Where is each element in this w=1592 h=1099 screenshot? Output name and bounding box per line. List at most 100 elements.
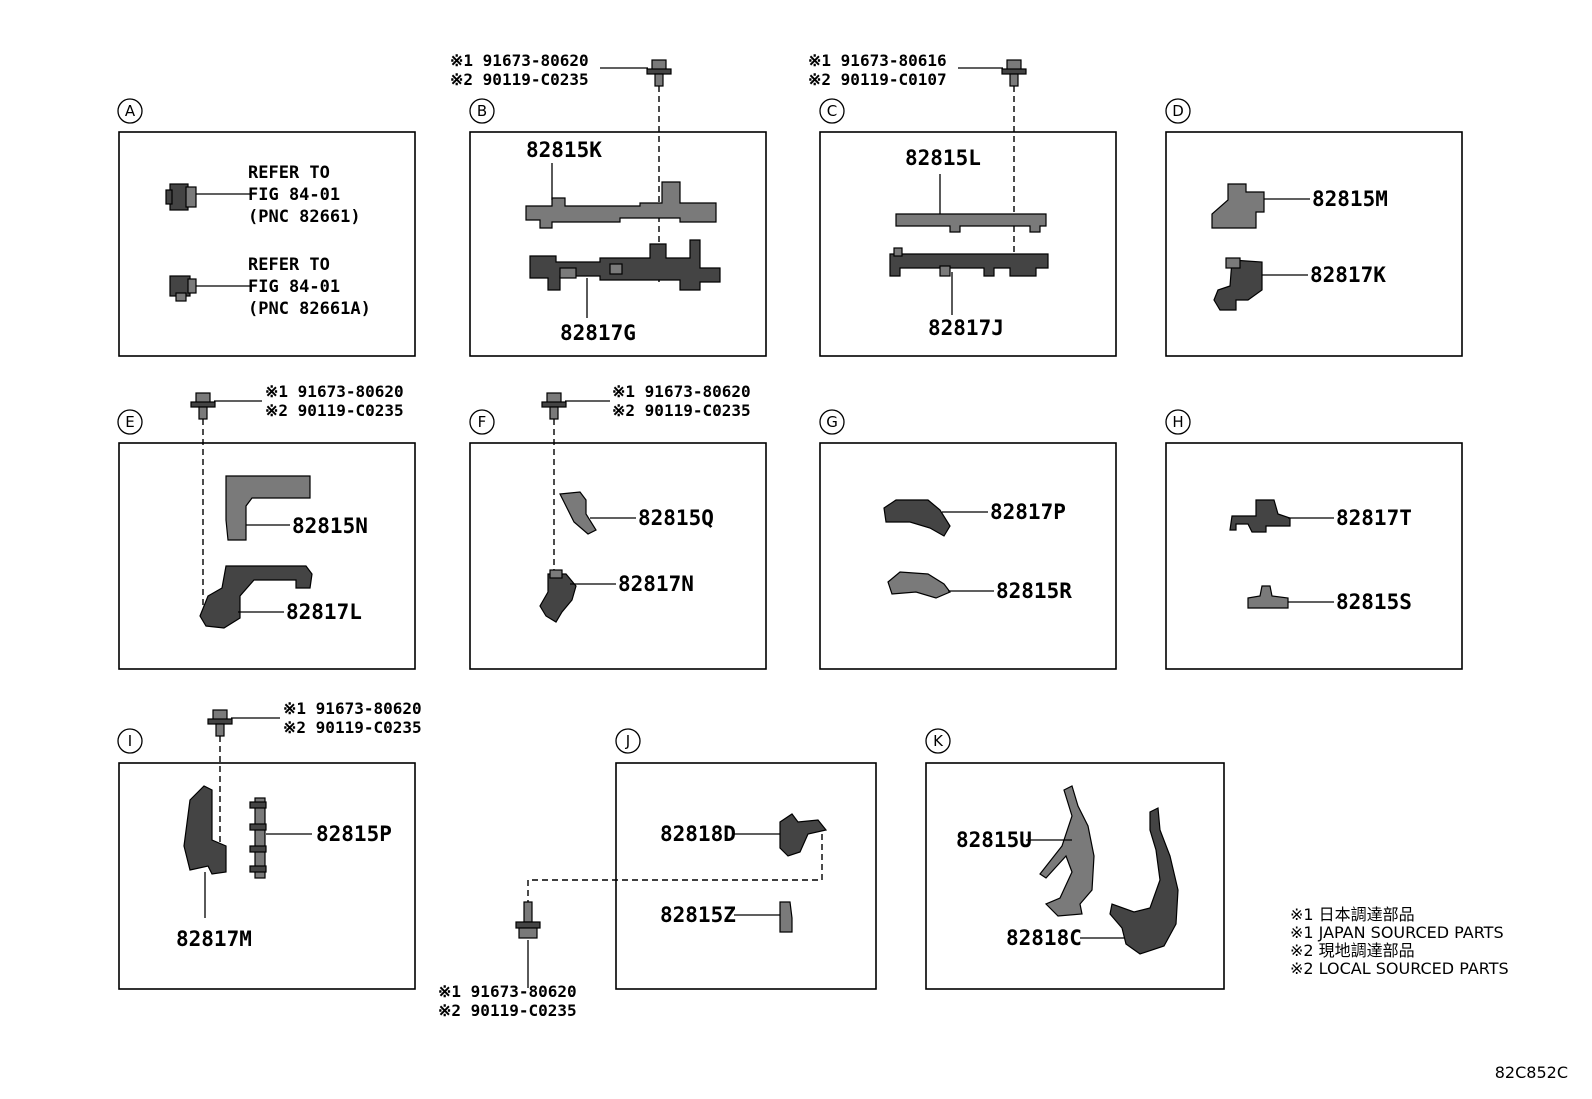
section-f-part-lower: 82817N xyxy=(618,572,694,596)
section-f: F ※1 91673-80620 ※2 90119-C0235 82815Q 8… xyxy=(469,382,767,670)
section-g-box xyxy=(819,442,1117,670)
section-b-marker xyxy=(469,98,495,124)
section-j-fastener-2: ※2 90119-C0235 xyxy=(438,1001,577,1020)
section-b-part-upper: 82815K xyxy=(526,138,602,162)
section-b-fastener-2: ※2 90119-C0235 xyxy=(450,70,589,89)
section-i: I ※1 91673-80620 ※2 90119-C0235 82817M 8… xyxy=(117,699,422,990)
protector-82818c-icon xyxy=(1109,807,1179,955)
section-a-marker xyxy=(117,98,143,124)
section-i-fastener-2: ※2 90119-C0235 xyxy=(283,718,422,737)
bracket-82815l-icon xyxy=(895,213,1047,233)
section-c-part-upper: 82815L xyxy=(905,146,981,170)
section-j-part-lower: 82815Z xyxy=(660,903,736,927)
section-h-box xyxy=(1165,442,1463,670)
section-e-box xyxy=(118,442,416,670)
section-b-part-lower: 82817G xyxy=(560,321,636,345)
section-a-letter: A xyxy=(125,102,136,120)
section-f-fastener-2: ※2 90119-C0235 xyxy=(612,401,751,420)
section-b-letter: B xyxy=(477,102,487,120)
connector-82661-icon xyxy=(165,183,197,211)
section-j-part-upper: 82818D xyxy=(660,822,736,846)
legend-line-3: ※2 現地調達部品 xyxy=(1290,941,1415,960)
section-f-fastener-1: ※1 91673-80620 xyxy=(612,382,751,401)
clamp-82818d-icon xyxy=(779,813,828,857)
section-h: H 82817T 82815S xyxy=(1165,409,1463,670)
section-e-part-lower: 82817L xyxy=(286,600,362,624)
legend-line-1: ※1 日本調達部品 xyxy=(1290,905,1415,924)
section-d-box xyxy=(1165,131,1463,357)
section-c-marker xyxy=(819,98,845,124)
section-a-note2-line2: FIG 84-01 xyxy=(248,277,340,297)
clamp-82817k-icon xyxy=(1213,257,1263,311)
section-i-letter: I xyxy=(128,732,132,750)
section-g-marker xyxy=(819,409,845,435)
section-j: J 82818D 82815Z ※1 91673-80620 ※2 90119-… xyxy=(438,728,877,1020)
section-e-part-upper: 82815N xyxy=(292,514,368,538)
section-d: D 82815M 82817K xyxy=(1165,98,1463,357)
section-e-fastener-1: ※1 91673-80620 xyxy=(265,382,404,401)
bracket-82815p-icon xyxy=(249,797,267,879)
section-k-marker xyxy=(925,728,951,754)
section-d-marker xyxy=(1165,98,1191,124)
section-e-letter: E xyxy=(125,413,134,431)
section-i-part-upper: 82815P xyxy=(316,822,392,846)
section-b-fastener-1: ※1 91673-80620 xyxy=(450,51,589,70)
section-k-part-lower: 82818C xyxy=(1006,926,1082,950)
clamp-82817m-icon xyxy=(183,785,227,875)
bolt-icon xyxy=(1001,59,1027,87)
section-a-note1-line2: FIG 84-01 xyxy=(248,185,340,205)
section-f-part-upper: 82815Q xyxy=(638,506,714,530)
clamp-82817t-icon xyxy=(1229,499,1291,533)
section-k: K 82815U 82818C xyxy=(925,728,1225,990)
section-e-fastener-2: ※2 90119-C0235 xyxy=(265,401,404,420)
section-f-box xyxy=(469,442,767,670)
bracket-82815z-icon xyxy=(779,901,793,933)
section-j-box xyxy=(615,762,877,990)
section-a-note1-line3: (PNC 82661) xyxy=(248,207,361,227)
legend: ※1 日本調達部品 ※1 JAPAN SOURCED PARTS ※2 現地調達… xyxy=(1290,905,1509,978)
clamp-82817p-icon xyxy=(883,499,951,537)
section-e-marker xyxy=(117,409,143,435)
bolt-icon xyxy=(515,901,541,939)
section-g-part-lower: 82815R xyxy=(996,579,1072,603)
section-c-fastener-1: ※1 91673-80616 xyxy=(808,51,947,70)
section-a-note2-line1: REFER TO xyxy=(248,255,330,275)
section-h-letter: H xyxy=(1172,413,1183,431)
bracket-82815n-icon xyxy=(225,475,311,541)
bracket-82815m-icon xyxy=(1211,183,1265,229)
section-g-part-upper: 82817P xyxy=(990,500,1066,524)
section-h-part-lower: 82815S xyxy=(1336,590,1412,614)
section-j-fastener-1: ※1 91673-80620 xyxy=(438,982,577,1001)
figure-code: 82C852C xyxy=(1495,1063,1568,1082)
bolt-icon xyxy=(207,709,233,737)
bolt-icon xyxy=(646,59,672,87)
section-a-note2-line3: (PNC 82661A) xyxy=(248,299,371,319)
section-g-letter: G xyxy=(826,413,838,431)
duct-82815q-icon xyxy=(559,491,597,535)
section-c: C ※1 91673-80616 ※2 90119-C0107 82815L 8… xyxy=(808,51,1117,357)
section-j-letter: J xyxy=(625,732,630,750)
bolt-icon xyxy=(190,392,216,420)
section-c-letter: C xyxy=(827,102,837,120)
connector-82661a-icon xyxy=(169,275,197,302)
section-i-part-lower: 82817M xyxy=(176,927,252,951)
section-f-marker xyxy=(469,409,495,435)
harness-82815u-icon xyxy=(1039,785,1095,917)
section-k-box xyxy=(925,762,1225,990)
legend-line-2: ※1 JAPAN SOURCED PARTS xyxy=(1290,923,1504,942)
section-a: A REFER TO FIG 84-01 (PNC 82661) REFER T… xyxy=(117,98,416,357)
bracket-82815k-icon xyxy=(525,181,717,229)
bracket-82815s-icon xyxy=(1247,585,1289,609)
section-k-letter: K xyxy=(933,732,944,750)
section-h-marker xyxy=(1165,409,1191,435)
bracket-82815r-icon xyxy=(887,571,951,599)
section-k-part-upper: 82815U xyxy=(956,828,1032,852)
section-f-letter: F xyxy=(478,413,487,431)
clamp-82817n-icon xyxy=(539,569,577,623)
legend-line-4: ※2 LOCAL SOURCED PARTS xyxy=(1290,959,1509,978)
clamp-82817l-icon xyxy=(199,565,313,629)
section-i-box xyxy=(118,762,416,990)
section-b-box xyxy=(469,131,767,357)
bolt-icon xyxy=(541,392,567,420)
